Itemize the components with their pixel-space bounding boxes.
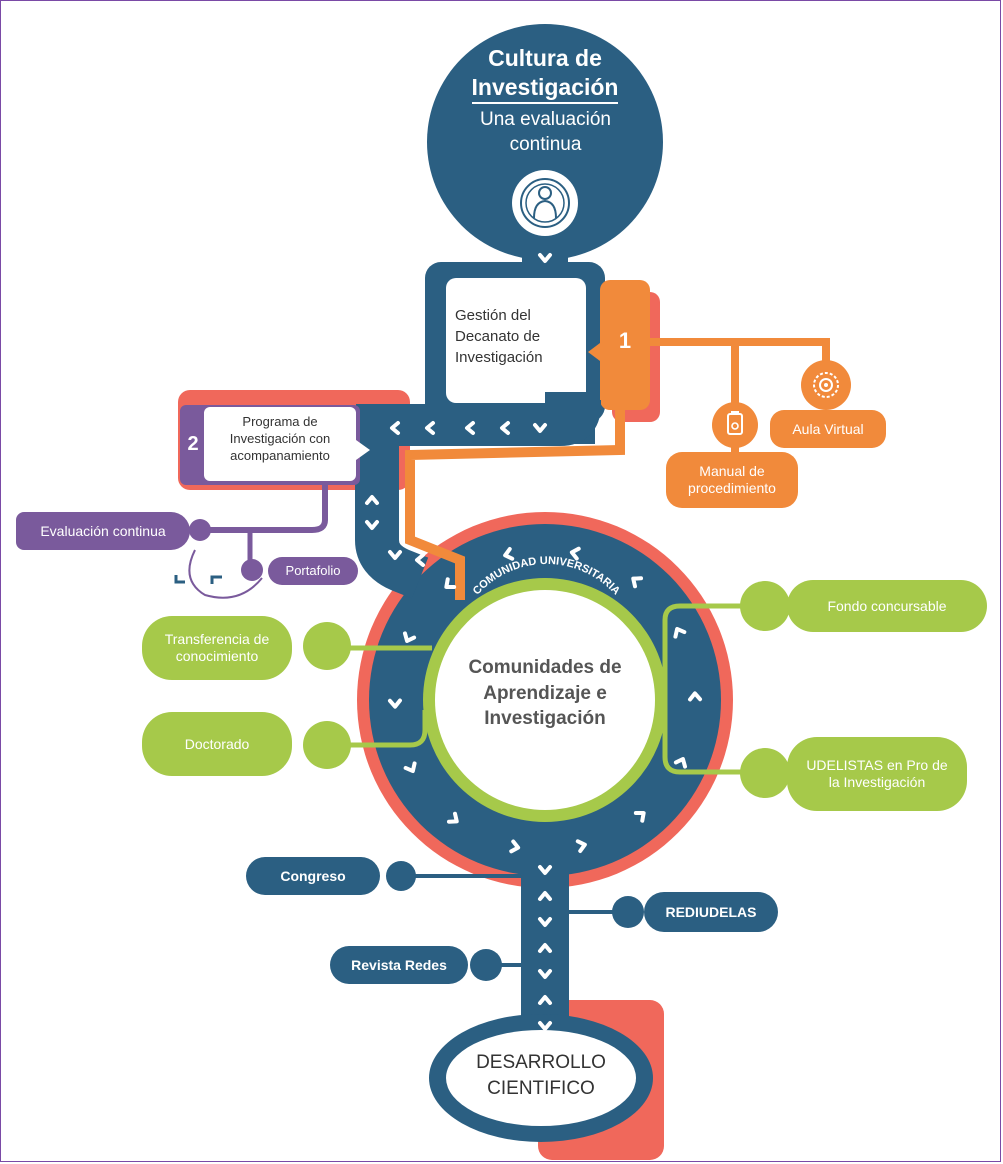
person-fingerprint-icon (512, 170, 578, 236)
chevron-icon (538, 253, 552, 263)
chevron-icon (500, 421, 510, 435)
aula-virtual-label: Aula Virtual (792, 420, 864, 437)
congreso-node (386, 861, 416, 891)
manual-procedimiento-pill: Manual de procedimiento (666, 452, 798, 508)
target-icon (801, 360, 851, 410)
header-title: Cultura de Investigación (471, 45, 619, 100)
header-divider (472, 102, 618, 104)
green-bracket-right (662, 603, 748, 775)
chevron-icon (538, 995, 552, 1005)
chevron-icon (425, 421, 435, 435)
chevron-icon (403, 761, 417, 774)
navy-band-vertical (355, 440, 429, 599)
step1-orange-tab (600, 280, 650, 410)
navy-band-horizontal (356, 400, 601, 446)
chevron-icon (538, 917, 552, 927)
step1-orange-pointer (588, 340, 604, 364)
inner-white-disc (435, 590, 655, 810)
orange-stream (405, 400, 625, 600)
purple-tick-b (210, 575, 222, 584)
revista-redes-label: Revista Redes (351, 956, 447, 973)
chevron-icon (365, 520, 379, 530)
manual-procedimiento-label: Manual de procedimiento (688, 463, 776, 496)
chevron-icon (538, 865, 552, 875)
top-circle (427, 24, 663, 260)
portafolio-label: Portafolio (285, 563, 341, 579)
step3-center-label: Comunidades de Aprendizaje e Investigaci… (468, 657, 622, 730)
chevron-icon (538, 1021, 552, 1031)
chevron-icon (465, 421, 475, 435)
congreso-label: Congreso (280, 867, 346, 884)
revista-redes-pill: Revista Redes (330, 946, 468, 984)
udelistas-pill: UDELISTAS en Pro de la Investigación (787, 737, 967, 811)
evaluacion-continua-label: Evaluación continua (40, 522, 166, 539)
rediudelas-pill: REDIUDELAS (644, 892, 778, 932)
chevron-icon (387, 698, 402, 709)
purple-node-evaluacion (189, 519, 211, 541)
chevron-icon (575, 839, 587, 853)
chevron-icon (444, 577, 457, 589)
chevron-icon (538, 891, 552, 901)
bottom-oval-inner (446, 1030, 636, 1126)
chevron-icon (533, 423, 547, 433)
step2-number: 2 (187, 433, 199, 455)
chevron-icon (538, 969, 552, 979)
rediudelas-node (612, 896, 644, 928)
header-subtitle: Una evaluación continua (480, 109, 611, 155)
step1-inner (446, 278, 586, 403)
udelistas-node (740, 748, 790, 798)
fondo-concursable-pill: Fondo concursable (787, 580, 987, 632)
chevron-icon (688, 691, 703, 702)
purple-cycle-arc (188, 549, 263, 599)
chevron-icon (365, 495, 379, 505)
footer-label: DESARROLLO CIENTIFICO (476, 1052, 606, 1099)
chevron-icon (503, 547, 515, 561)
chevron-icon (390, 421, 400, 435)
purple-branch (202, 484, 328, 533)
chevron-icon (415, 553, 425, 567)
step2-inner (204, 407, 356, 481)
chevron-icon (538, 943, 552, 953)
doctorado-label: Doctorado (184, 735, 250, 752)
chevron-icon (402, 631, 417, 643)
chevron-icon (673, 757, 688, 769)
step1-number: 1 (618, 328, 632, 353)
transferencia-node (303, 622, 351, 670)
chevron-icon (388, 550, 402, 560)
clipboard-icon (712, 402, 758, 448)
outer-ring-label: NORMATIVA UNIVERSITARIA (430, 463, 660, 517)
doctorado-node (303, 721, 351, 769)
green-line-doctorado (345, 710, 428, 748)
evaluacion-continua-pill: Evaluación continua (16, 512, 190, 550)
chevron-icon (633, 811, 646, 823)
revista-node (470, 949, 502, 981)
chevron-icon (446, 811, 459, 824)
purple-tick-a (174, 575, 185, 584)
transferencia-label: Transferencia de conocimiento (164, 631, 270, 664)
step1-label: Gestión del Decanato de Investigación (455, 307, 543, 366)
congreso-pill: Congreso (246, 857, 380, 895)
fondo-node (740, 581, 790, 631)
udelistas-label: UDELISTAS en Pro de la Investigación (806, 757, 948, 790)
chevron-icon (631, 576, 644, 589)
transferencia-pill: Transferencia de conocimiento (142, 616, 292, 680)
fondo-concursable-label: Fondo concursable (827, 597, 947, 614)
chevron-icon (673, 626, 687, 639)
doctorado-pill: Doctorado (142, 712, 292, 776)
aula-virtual-pill: Aula Virtual (770, 410, 886, 448)
step2-pointer (356, 440, 370, 460)
rediudelas-label: REDIUDELAS (665, 903, 757, 920)
chevron-icon (509, 839, 521, 854)
step3-number: 3 (539, 600, 550, 620)
step2-label: Programa de Investigación con acompanami… (229, 414, 331, 463)
purple-node-portafolio (241, 559, 263, 581)
portafolio-pill: Portafolio (268, 557, 358, 585)
chevron-icon (569, 546, 581, 561)
